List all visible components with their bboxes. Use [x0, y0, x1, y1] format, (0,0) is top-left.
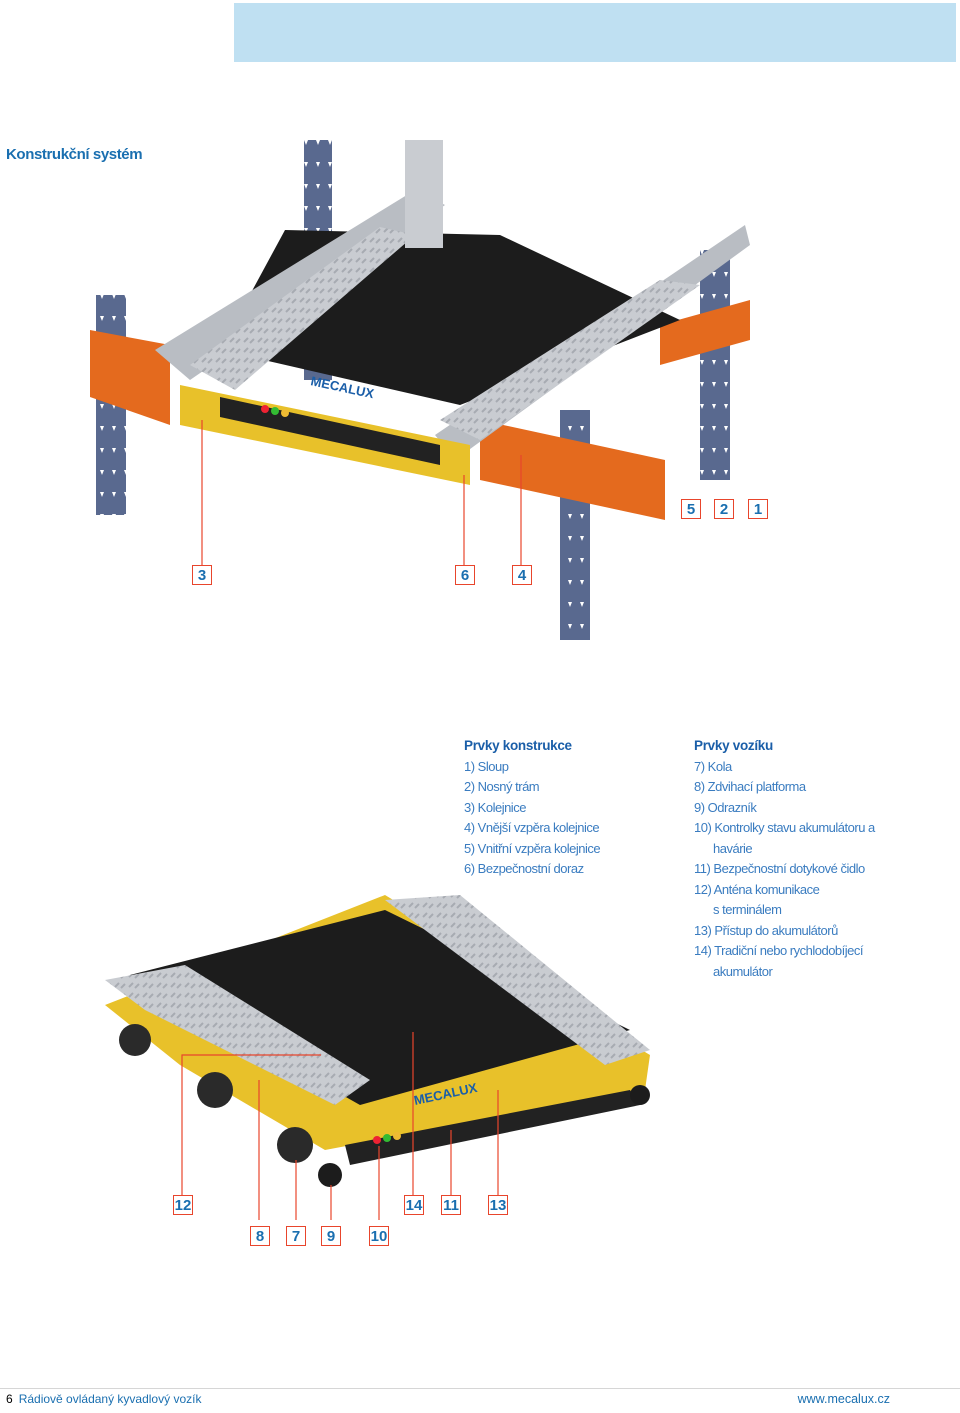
legend-structure-item: 5) Vnitřní vzpěra kolejnice — [464, 840, 601, 856]
legend-structure-item: 3) Kolejnice — [464, 799, 526, 815]
wheel-3 — [277, 1127, 313, 1163]
callout-2: 2 — [714, 499, 734, 519]
callout-13: 13 — [488, 1195, 508, 1215]
callout-5: 5 — [681, 499, 701, 519]
indicator-amber — [281, 409, 289, 417]
callout-1: 1 — [748, 499, 768, 519]
callout-7: 7 — [286, 1226, 306, 1246]
legend-structure-item: 2) Nosný trám — [464, 779, 540, 794]
legend-shuttle-item: havárie — [713, 840, 753, 856]
callout-8: 8 — [250, 1226, 270, 1246]
legend-shuttle-item: 12) Anténa komunikace — [694, 881, 820, 897]
legend-shuttle-item: s terminálem — [713, 902, 782, 917]
racking-structure-illustration: MECALUX — [90, 140, 750, 640]
legend-shuttle-title: Prvky vozíku — [694, 738, 773, 753]
beam-back-right — [660, 300, 750, 365]
beam-left — [90, 330, 170, 425]
footer-left: 6 Rádiově ovládaný kyvadlový vozík — [6, 1392, 201, 1406]
page-number: 6 — [6, 1392, 13, 1406]
shuttle-tread-right — [385, 895, 650, 1065]
legend-structure-item: 4) Vnější vzpěra kolejnice — [464, 820, 600, 835]
rail-vertical-back — [405, 140, 443, 248]
footer-divider — [0, 1388, 960, 1389]
callout-9: 9 — [321, 1226, 341, 1246]
beam-front — [480, 420, 665, 520]
legend-structure-title: Prvky konstrukce — [464, 738, 572, 753]
upright-back-right — [700, 250, 730, 480]
leader-line-12 — [181, 1054, 321, 1195]
callout-11: 11 — [441, 1195, 461, 1215]
document-title: Rádiově ovládaný kyvadlový vozík — [18, 1392, 202, 1406]
legend-shuttle-item: 10) Kontrolky stavu akumulátoru a — [694, 820, 875, 835]
legend-shuttle-item: 11) Bezpečnostní dotykové čidlo — [694, 861, 865, 876]
website-link[interactable]: www.mecalux.cz — [797, 1392, 890, 1406]
legend-structure-item: 1) Sloup — [464, 758, 509, 774]
indicator-green — [383, 1134, 391, 1142]
legend-shuttle-item: 9) Odrazník — [694, 799, 757, 815]
shuttle-platform — [130, 910, 630, 1105]
callout-3: 3 — [192, 565, 212, 585]
rail-tread-left — [190, 227, 415, 390]
section-title: Konstrukční systém — [6, 146, 143, 163]
indicator-amber — [393, 1132, 401, 1140]
wheel-1 — [119, 1024, 151, 1056]
legend-shuttle-item: 8) Zdvihací platforma — [694, 779, 806, 794]
callout-4: 4 — [512, 565, 532, 585]
legend-shuttle-item: akumulátor — [713, 963, 773, 979]
indicator-red — [373, 1136, 381, 1144]
callout-14: 14 — [404, 1195, 424, 1215]
indicator-green — [271, 407, 279, 415]
header-band — [234, 3, 956, 62]
buffer-front-left — [318, 1163, 342, 1187]
callout-6: 6 — [455, 565, 475, 585]
legend-shuttle-item: 13) Přístup do akumulátorů — [694, 922, 838, 938]
callout-10: 10 — [369, 1226, 389, 1246]
wheel-2 — [197, 1072, 233, 1108]
legend-structure: Prvky konstrukce 1) Sloup 2) Nosný trám … — [464, 736, 601, 880]
shuttle-illustration: MECALUX — [105, 895, 650, 1220]
legend-shuttle-item: 14) Tradiční nebo rychlodobíjecí — [694, 943, 863, 958]
shuttle-bumper — [345, 1090, 640, 1165]
rail-tread-right — [440, 280, 700, 440]
callout-12: 12 — [173, 1195, 193, 1215]
shuttle-tread-left — [105, 965, 370, 1105]
buffer-front-right — [630, 1085, 650, 1105]
legend-shuttle-item: 7) Kola — [694, 758, 732, 774]
legend-shuttle: Prvky vozíku 7) Kola 8) Zdvihací platfor… — [694, 736, 875, 982]
legend-structure-item: 6) Bezpečnostní doraz — [464, 861, 584, 876]
indicator-red — [261, 405, 269, 413]
